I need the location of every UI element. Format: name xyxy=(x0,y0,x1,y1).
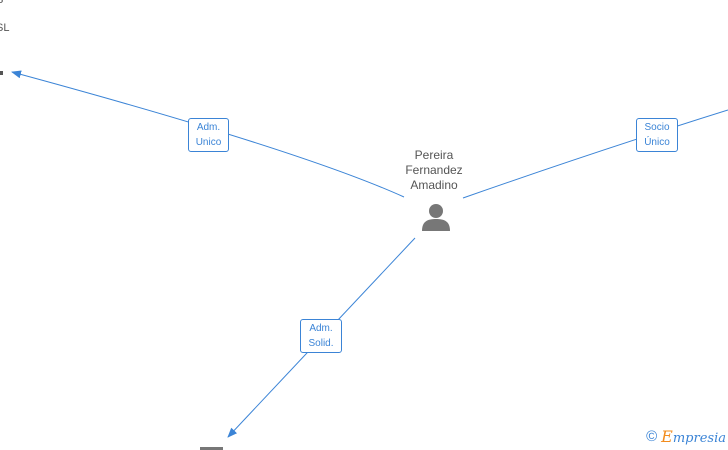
top-left-node-fragment[interactable] xyxy=(0,71,3,75)
edge-label-line: Único xyxy=(644,137,670,148)
person-name-line-1: Pereira xyxy=(414,148,454,162)
edge-label-adm-unico[interactable]: Adm. Unico xyxy=(188,118,229,152)
person-name-line-2: Fernandez xyxy=(405,163,463,177)
edge-label-line: Adm. xyxy=(196,122,221,133)
edge-socio-unico xyxy=(462,109,728,199)
bottom-node-fragment[interactable] xyxy=(200,447,223,450)
company-name-line-3: SL xyxy=(0,22,10,34)
company-name-line-2: E xyxy=(0,7,9,21)
copyright-symbol: © xyxy=(646,428,658,445)
person-icon[interactable] xyxy=(420,200,452,232)
edge-label-line: Unico xyxy=(195,137,222,148)
edge-label-line: Socio xyxy=(644,122,670,133)
company-node-top-left-label[interactable]: S E SL xyxy=(0,0,9,35)
edge-label-adm-solid[interactable]: Adm. Solid. xyxy=(300,319,342,353)
edge-label-line: Solid. xyxy=(308,338,334,349)
empresia-watermark: © Empresia xyxy=(646,427,726,446)
person-node-label[interactable]: Pereira Fernandez Amadino xyxy=(389,148,479,193)
edge-label-socio-unico[interactable]: Socio Único xyxy=(636,118,678,152)
company-name-line-1: S xyxy=(0,0,9,7)
edge-label-line: Adm. xyxy=(309,323,333,334)
edge-adm-unico xyxy=(11,70,405,198)
person-name-line-3: Amadino xyxy=(410,178,458,192)
empresia-logo: Empresia xyxy=(661,427,726,446)
